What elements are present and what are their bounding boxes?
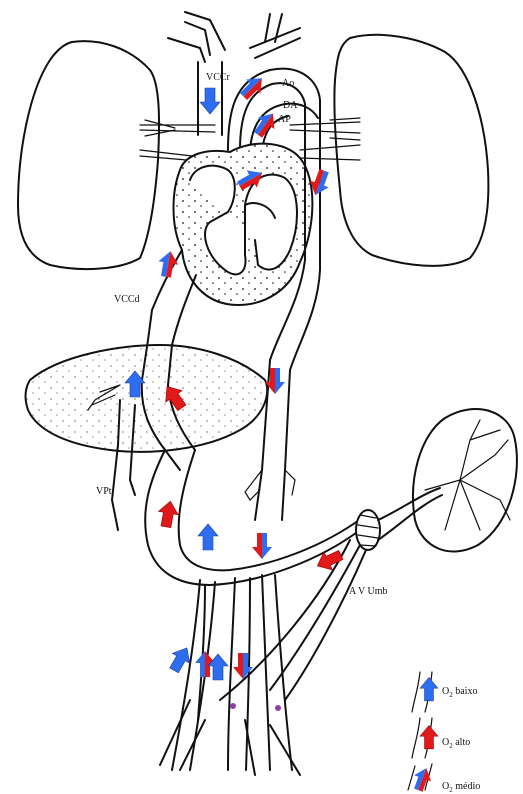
legend-low-text: baixo [453, 686, 478, 697]
arrow-blue-lower [198, 524, 218, 550]
label-ap: AP [278, 114, 291, 125]
legend-item-mid: O2 médio [408, 764, 480, 794]
umbilical-arteries [270, 545, 360, 690]
mixed-spot-1 [230, 703, 236, 709]
arrow-blue-leg-3 [208, 654, 228, 680]
arrow-mixed-abdominal-aorta [252, 533, 272, 559]
legend-high-o: O [442, 737, 449, 748]
mixed-spot-2 [275, 705, 281, 711]
svg-text:O2 alto: O2 alto [442, 737, 470, 750]
right-lung [334, 35, 488, 266]
arrow-mixed-ivc [156, 249, 180, 278]
label-avumb: A V Umb [349, 586, 388, 597]
legend: O2 baixo O2 alto O2 médio [408, 672, 480, 794]
legend-high-text: alto [453, 737, 471, 748]
great-vessels [168, 12, 320, 150]
arrow-red-umbilical-vein [156, 499, 180, 528]
placenta [356, 409, 517, 551]
svg-text:O2 baixo: O2 baixo [442, 686, 477, 699]
legend-item-high: O2 alto [412, 718, 470, 758]
left-lung [18, 41, 159, 269]
arrow-blue-svc [200, 88, 220, 114]
svg-text:O2 médio: O2 médio [442, 781, 480, 794]
iliac-vessels [160, 575, 300, 775]
legend-mid-text: médio [453, 781, 481, 792]
legend-item-low: O2 baixo [412, 672, 477, 712]
label-vccr: VCCr [206, 72, 231, 83]
label-vccd: VCCd [114, 294, 140, 305]
legend-low-o: O [442, 686, 449, 697]
legend-mid-o: O [442, 781, 449, 792]
liver [26, 345, 268, 452]
label-vpt: VPt [96, 486, 112, 497]
label-da: DA [283, 100, 298, 111]
label-ao: Ao [282, 78, 294, 89]
